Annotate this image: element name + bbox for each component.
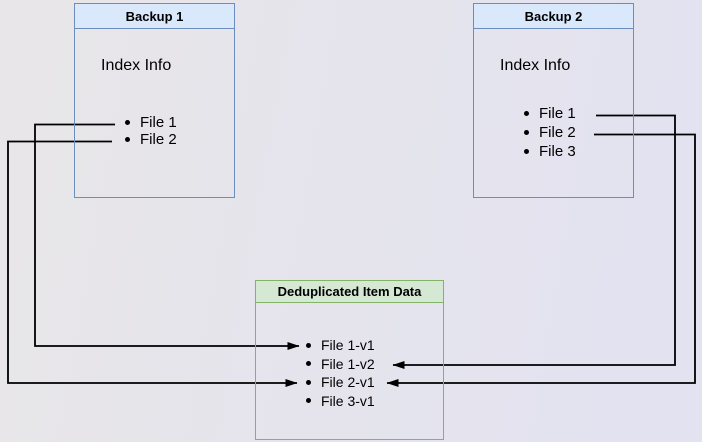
item-label: File 1-v2 [321, 355, 375, 372]
list-item: File 1 [75, 114, 234, 131]
backup1-index-info-label: Index Info [101, 57, 172, 74]
backup1-file-list: File 1 File 2 [75, 114, 234, 148]
bullet-icon [524, 149, 529, 154]
dedup-item-list: File 1-v1 File 1-v2 File 2-v1 File 3-v1 [256, 336, 443, 410]
bullet-icon [125, 137, 130, 142]
item-label: File 3-v1 [321, 392, 375, 409]
list-item: File 1-v1 [256, 336, 443, 355]
item-label: File 2-v1 [321, 374, 375, 391]
backup2-file-list: File 1 File 2 File 3 [474, 104, 633, 161]
bullet-icon [125, 120, 130, 125]
backup2-box: Backup 2 Index Info File 1 File 2 File 3 [473, 3, 634, 198]
list-item: File 3 [474, 142, 633, 161]
file-label: File 2 [140, 131, 177, 148]
file-label: File 2 [539, 124, 576, 141]
backup2-index-info-label: Index Info [500, 57, 571, 74]
backup1-box: Backup 1 Index Info File 1 File 2 [74, 3, 235, 198]
list-item: File 2 [75, 131, 234, 148]
bullet-icon [524, 111, 529, 116]
backup1-header: Backup 1 [75, 4, 234, 29]
dedup-header: Deduplicated Item Data [256, 281, 443, 303]
backup2-title: Backup 2 [524, 8, 583, 24]
backup1-title: Backup 1 [125, 8, 184, 24]
list-item: File 2-v1 [256, 373, 443, 392]
file-label: File 1 [539, 105, 576, 122]
file-label: File 3 [539, 143, 576, 160]
bullet-icon [306, 342, 311, 348]
list-item: File 3-v1 [256, 392, 443, 411]
bullet-icon [306, 398, 311, 404]
list-item: File 1-v2 [256, 355, 443, 374]
bullet-icon [306, 361, 311, 367]
bullet-icon [306, 379, 311, 385]
item-label: File 1-v1 [321, 337, 375, 354]
file-label: File 1 [140, 114, 177, 131]
backup2-header: Backup 2 [474, 4, 633, 29]
list-item: File 2 [474, 123, 633, 142]
dedup-title: Deduplicated Item Data [277, 284, 422, 299]
bullet-icon [524, 130, 529, 135]
list-item: File 1 [474, 104, 633, 123]
dedup-box: Deduplicated Item Data File 1-v1 File 1-… [255, 280, 444, 440]
